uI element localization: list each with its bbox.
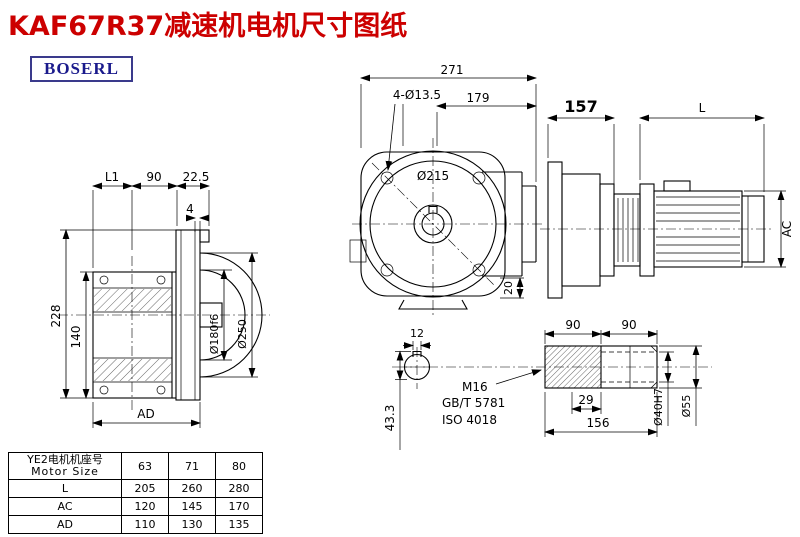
- thread-m16-label: M16: [462, 380, 488, 394]
- dim-90b-label: 90: [621, 318, 636, 332]
- table-cell: 205: [121, 479, 169, 498]
- row-label: AC: [8, 497, 122, 516]
- motor-flange: [639, 183, 655, 277]
- table-row: AD 110 130 135: [8, 515, 263, 534]
- header-cn: YE2电机机座号: [27, 453, 103, 466]
- dim-43-3-label: 43.3: [383, 405, 397, 432]
- table-cell: 145: [168, 497, 216, 516]
- bolt: [99, 275, 109, 285]
- dim-AC-label: AC: [780, 221, 794, 237]
- motor-fins: [656, 196, 740, 262]
- gearbox-step: [599, 183, 615, 277]
- block-lines: [93, 287, 172, 383]
- dim-140-label: 140: [69, 326, 83, 349]
- table-cell: 130: [168, 515, 216, 534]
- dia-55-label: Ø55: [680, 395, 693, 418]
- row-label: AD: [8, 515, 122, 534]
- dim-L-label: L: [699, 101, 706, 115]
- bearing-block: [92, 271, 173, 399]
- hatch-band: [94, 359, 171, 381]
- housing-side-profile: [482, 171, 537, 277]
- dim-12-label: 12: [410, 327, 424, 340]
- bolt-hole: [380, 263, 394, 277]
- mounting-tab: [349, 239, 367, 263]
- standard-gbt-label: GB/T 5781: [442, 396, 505, 410]
- table-cell: 110: [121, 515, 169, 534]
- table-row: AC 120 145 170: [8, 497, 263, 516]
- motor-size-header: YE2电机机座号 Motor Size: [8, 452, 122, 480]
- table-cell: 71: [168, 452, 216, 480]
- bolt: [99, 385, 109, 395]
- hatch-band: [94, 289, 171, 311]
- dim-271-label: 271: [441, 63, 464, 77]
- dia-215-label: Ø215: [417, 169, 449, 183]
- table-cell: 80: [215, 452, 263, 480]
- standard-iso-label: ISO 4018: [442, 413, 497, 427]
- table-row: L 205 260 280: [8, 479, 263, 498]
- keyway-detail-view: 12 43.3: [383, 327, 432, 450]
- brand-logo: BOSERL: [30, 56, 133, 82]
- bolt-hole: [472, 171, 486, 185]
- dia-40-label: Ø40H7: [652, 388, 665, 426]
- table-cell: 135: [215, 515, 263, 534]
- table-row: YE2电机机座号 Motor Size 63 71 80: [8, 452, 263, 480]
- terminal-box: [663, 180, 691, 192]
- dia-180-label: Ø180f6: [208, 314, 221, 355]
- dim-90-label: 90: [146, 170, 161, 184]
- left-view: L1 90 22.5 4 228 140 Ø180f6 Ø: [49, 170, 270, 428]
- coupling-fins: [617, 198, 639, 262]
- housing-base: [398, 299, 468, 310]
- centerline-diagonal: [371, 162, 495, 286]
- dim-4-label: 4: [186, 202, 194, 216]
- row-label: L: [8, 479, 122, 498]
- bolt: [156, 385, 166, 395]
- dim-157-label: 157: [564, 97, 597, 116]
- dim-228-label: 228: [49, 305, 63, 328]
- side-view: 157 L AC: [540, 97, 794, 299]
- shaft-detail-view: 90 90 M16 GB/T 5781 ISO 4018 29 156 Ø40H…: [392, 318, 712, 437]
- table-cell: 260: [168, 479, 216, 498]
- dim-L1-label: L1: [105, 170, 119, 184]
- bolt-hole: [380, 171, 394, 185]
- shaft-section-hatch: [545, 346, 601, 388]
- bolt-holes-label: 4-Ø13.5: [393, 88, 441, 102]
- table-cell: 63: [121, 452, 169, 480]
- dim-20-label: 20: [502, 281, 515, 295]
- table-cell: 120: [121, 497, 169, 516]
- motor-size-table: YE2电机机座号 Motor Size 63 71 80 L 205 260 2…: [8, 452, 263, 534]
- dim-29-label: 29: [578, 393, 593, 407]
- dim-22-5-label: 22.5: [183, 170, 210, 184]
- dia-250-label: Ø250: [236, 319, 249, 349]
- gearbox-housing: [561, 173, 601, 287]
- front-view: 271 179 4-Ø13.5 Ø215 20: [349, 63, 542, 318]
- table-cell: 170: [215, 497, 263, 516]
- dim-90a-label: 90: [565, 318, 580, 332]
- dim-AD-label: AD: [137, 407, 154, 421]
- gearbox-flange: [547, 161, 563, 299]
- bolt-hole: [472, 263, 486, 277]
- bolt: [156, 275, 166, 285]
- brand-logo-text: BOSERL: [44, 59, 119, 78]
- dim-156-label: 156: [587, 416, 610, 430]
- flange-lip: [199, 229, 210, 243]
- header-en: Motor Size: [31, 465, 99, 478]
- page-title: KAF67R37减速机电机尺寸图纸: [8, 11, 408, 42]
- dim-179-label: 179: [467, 91, 490, 105]
- table-cell: 280: [215, 479, 263, 498]
